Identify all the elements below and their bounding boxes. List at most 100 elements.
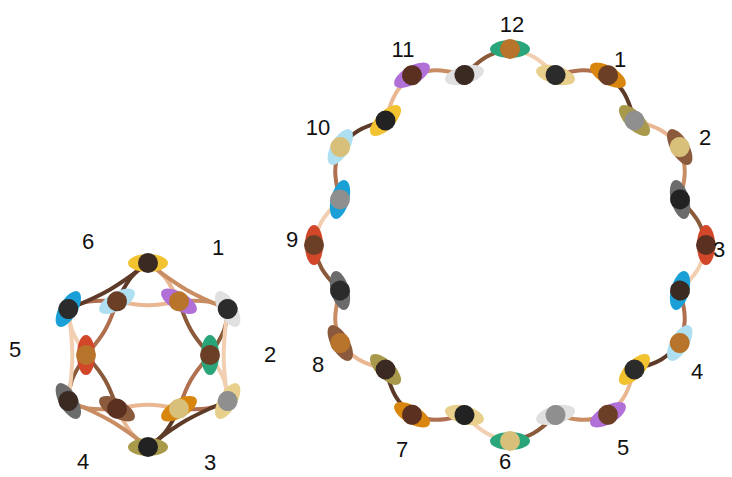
head [543,403,567,427]
shoulders [157,284,201,320]
person [128,437,168,457]
shoulders [95,284,139,320]
shoulders [128,438,168,456]
shoulders [326,178,354,221]
head [398,62,425,89]
shoulders [697,225,715,265]
head [666,329,693,356]
callout-number: 7 [396,439,408,461]
person [200,335,220,375]
callout-number: 8 [312,354,324,376]
shoulders [210,287,246,331]
shoulders [365,100,406,141]
person [613,99,655,141]
head [214,387,241,414]
callout-number: 4 [77,451,89,473]
head [138,437,158,457]
person [76,335,96,375]
shoulders [95,391,139,427]
head [500,39,520,59]
shoulders [443,401,486,429]
head [55,295,82,322]
callout-number: 3 [204,452,216,474]
callout-number: 2 [699,127,711,149]
head [327,133,354,160]
person [157,283,202,320]
person [95,390,140,427]
head [103,288,130,315]
shoulders [490,40,530,58]
person [665,178,695,222]
callout-number: 9 [286,229,298,251]
callout-number: 11 [392,39,415,61]
person [325,178,355,222]
head [452,403,476,427]
head [500,431,520,451]
shoulders [128,254,168,272]
shoulders [326,269,354,312]
shoulders [51,379,87,423]
person [304,225,324,265]
shoulders [390,57,434,93]
head [138,253,158,273]
callout-number: 10 [306,117,330,139]
person [665,269,695,313]
head [668,187,692,211]
head [666,133,693,160]
callout-number: 6 [82,231,94,253]
person [157,390,202,427]
head [371,106,399,134]
shoulders [534,401,577,429]
head [668,278,692,302]
head [165,395,192,422]
head [327,329,354,356]
shoulders [490,432,530,450]
head [214,295,241,322]
person [364,348,406,390]
person [390,57,435,94]
person [50,287,87,332]
person [325,269,355,313]
person [209,379,246,424]
person [534,400,578,430]
callout-number: 1 [212,237,224,259]
callout-number: 6 [499,451,511,473]
person [613,348,655,390]
callout-number: 3 [713,239,725,261]
shoulders [390,397,434,433]
shoulders [662,125,698,169]
person [586,396,631,433]
shoulders [443,61,486,89]
head [200,345,220,365]
callout-number: 12 [500,14,524,36]
shoulders [157,391,201,427]
person [443,400,487,430]
person [95,283,140,320]
person [443,60,487,90]
shoulders [614,100,655,141]
head [55,387,82,414]
head [304,235,324,255]
shoulders [322,321,358,365]
person [209,287,246,332]
head [620,106,648,134]
callout-number: 1 [614,49,626,71]
callout-number: 5 [9,339,21,361]
head [328,187,352,211]
shoulders [666,178,694,221]
person [661,125,698,170]
person [661,321,698,366]
person [390,396,435,433]
person [490,431,530,451]
people [50,253,247,457]
person [322,321,359,366]
person [534,60,578,90]
arms [68,263,227,447]
people [304,39,716,451]
head [76,345,96,365]
head [371,355,399,383]
shoulders [77,335,95,375]
head [398,401,425,428]
